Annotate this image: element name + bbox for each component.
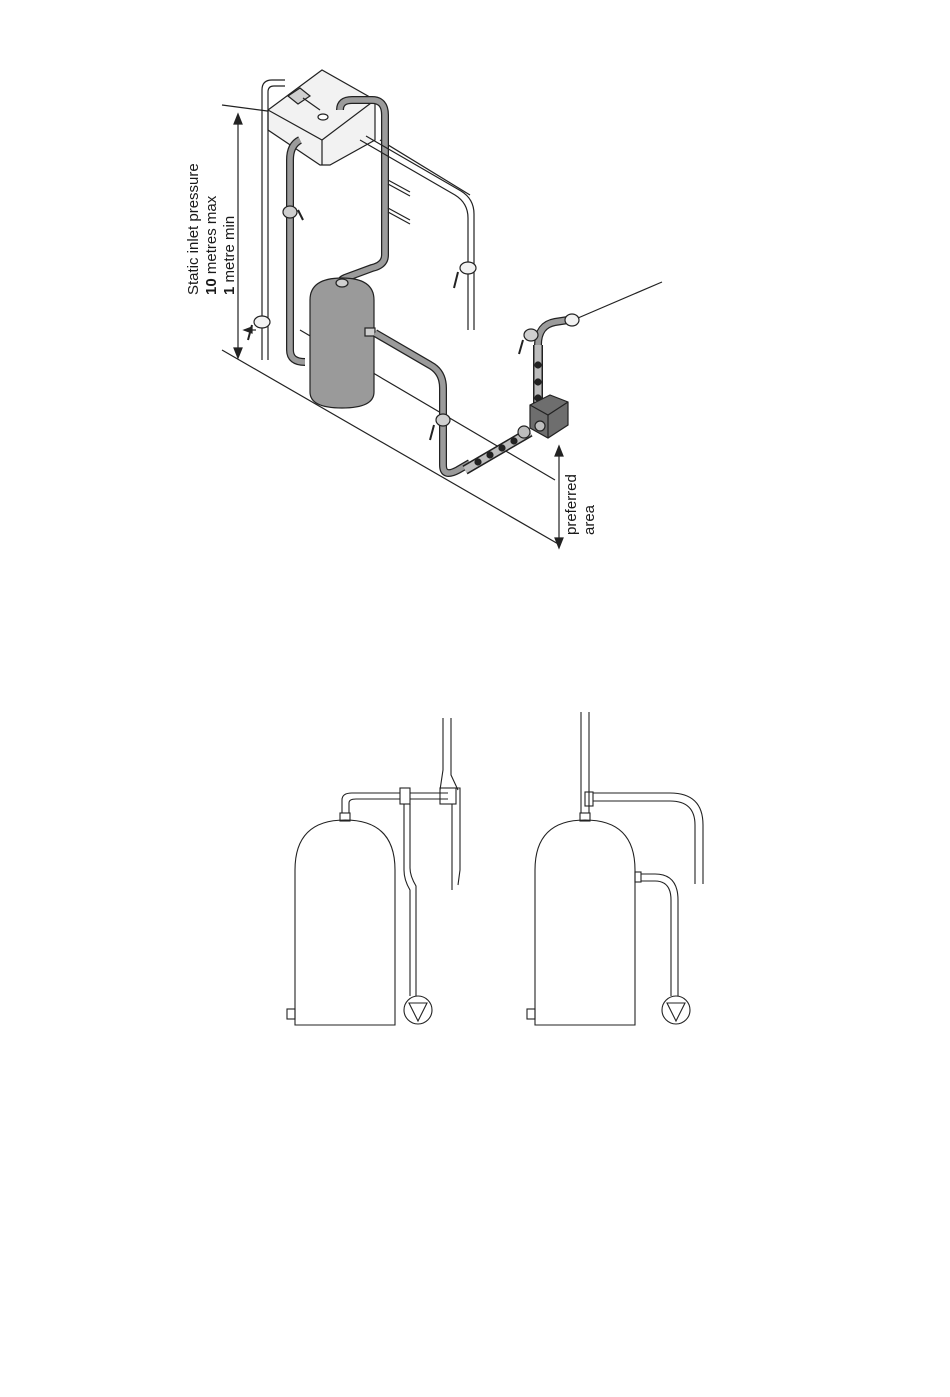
- pipes-left: [342, 718, 460, 996]
- pressure-max-value: 10: [203, 278, 220, 295]
- preferred-label-line1: preferred: [563, 474, 580, 535]
- wall-lines: [222, 105, 560, 545]
- pump-right-icon: [662, 996, 690, 1024]
- pipes-right: [581, 712, 703, 996]
- tap-left: [248, 316, 270, 340]
- pressure-min-label: 1 metre min: [221, 216, 238, 295]
- pump-left-icon: [404, 996, 432, 1024]
- grey-pipe-tank-to-cylinder: [290, 140, 305, 362]
- isometric-installation-diagram: [222, 70, 662, 548]
- pressure-max-label: 10 metres max: [203, 195, 220, 295]
- preferred-area-label-group: preferred area: [563, 474, 598, 535]
- pressure-max-unit: metres max: [203, 195, 220, 278]
- pump-inlet-manifold: [465, 432, 530, 470]
- grey-pipe-cylinder-to-pump: [375, 333, 470, 473]
- pressure-min-unit: metre min: [221, 216, 238, 287]
- pump-unit: [518, 395, 568, 438]
- pressure-label-group: Static inlet pressure 10 metres max 1 me…: [185, 163, 238, 295]
- schematic-right: [527, 712, 703, 1025]
- right-cold-pipe: [360, 136, 474, 330]
- shower-head: [565, 282, 662, 326]
- pressure-min-value: 1: [221, 287, 238, 295]
- schematic-left: [287, 718, 460, 1025]
- cylinder-left: [287, 813, 395, 1025]
- preferred-label-line2: area: [581, 504, 598, 535]
- pressure-title-label: Static inlet pressure: [185, 163, 202, 295]
- cylinder-right: [527, 813, 641, 1025]
- cold-water-tank: [268, 70, 375, 165]
- wall-brackets: [388, 180, 410, 224]
- hot-water-cylinder: [310, 278, 375, 408]
- tap-right: [454, 262, 476, 288]
- preferred-area-arrow: [555, 446, 563, 548]
